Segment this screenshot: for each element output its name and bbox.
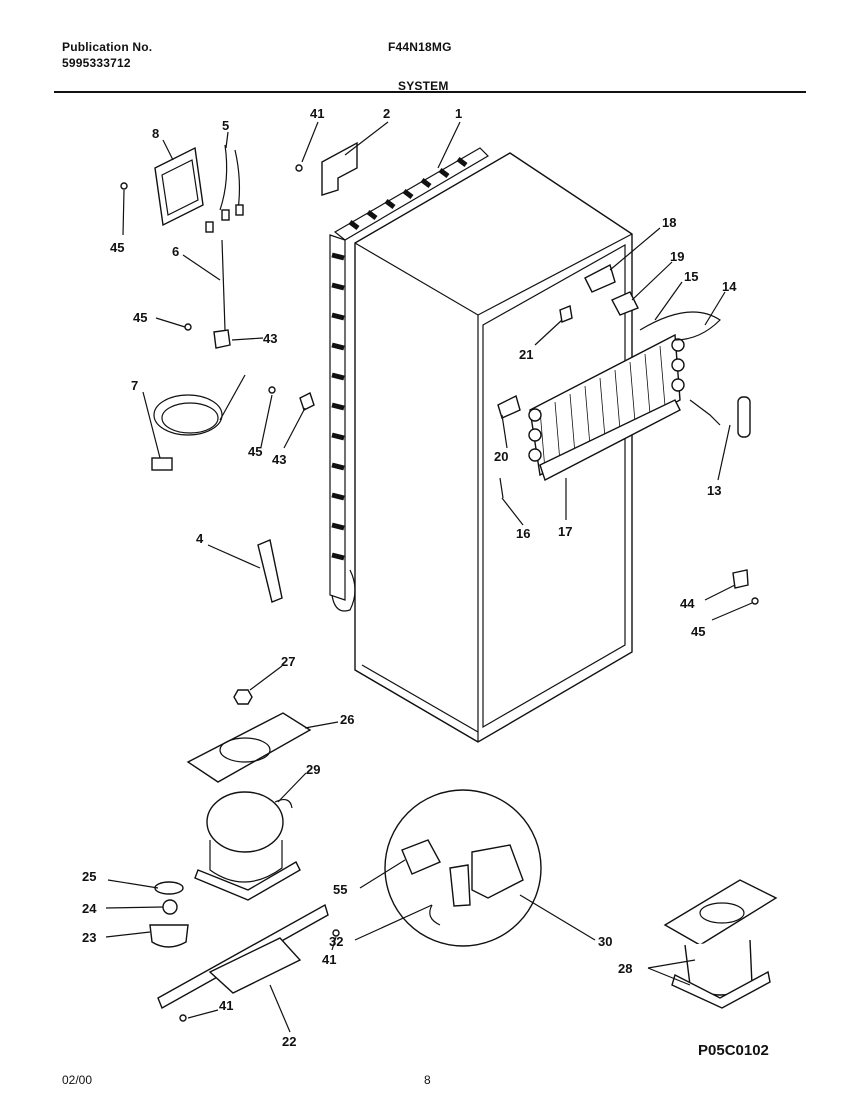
- bracket-19: [611, 291, 639, 316]
- callout-21: 21: [519, 347, 533, 362]
- wire-6: [221, 239, 226, 331]
- callout-2: 2: [383, 106, 390, 121]
- thermostat-13: [737, 396, 751, 438]
- callout-20: 20: [494, 449, 508, 464]
- callout-44: 44: [680, 596, 695, 611]
- callout-4: 4: [196, 531, 204, 546]
- compressor-assembly-28: [663, 879, 778, 1009]
- header-rule: [54, 91, 806, 93]
- callout-45-a: 45: [110, 240, 124, 255]
- callout-28: 28: [618, 961, 632, 976]
- callout-45-right: 45: [691, 624, 705, 639]
- callout-5: 5: [222, 118, 229, 133]
- callout-41-top: 41: [310, 106, 324, 121]
- callout-25: 25: [82, 869, 96, 884]
- callout-1: 1: [455, 106, 462, 121]
- drawing-code: P05C0102: [698, 1042, 769, 1059]
- grommet-25: [154, 881, 184, 895]
- clip-43a: [213, 329, 231, 349]
- footer-date: 02/00: [62, 1073, 93, 1087]
- evaporator: [528, 333, 685, 481]
- callout-43-a: 43: [263, 331, 277, 346]
- callout-26: 26: [340, 712, 354, 727]
- callout-30: 30: [598, 934, 612, 949]
- callout-27: 27: [281, 654, 295, 669]
- callout-6: 6: [172, 244, 179, 259]
- callout-7: 7: [131, 378, 138, 393]
- callout-45-c: 45: [248, 444, 262, 459]
- callout-18: 18: [662, 215, 676, 230]
- nut-27: [233, 689, 253, 705]
- compressor: [194, 791, 301, 901]
- drier: [257, 539, 283, 603]
- overload-55: [401, 839, 441, 875]
- thermostat-line: [689, 399, 721, 426]
- callout-17: 17: [558, 524, 572, 539]
- publication-label: Publication No.: [62, 40, 153, 54]
- callout-19: 19: [670, 249, 684, 264]
- callout-13: 13: [707, 483, 721, 498]
- callout-43-b: 43: [272, 452, 286, 467]
- heater: [639, 311, 721, 341]
- section-title: SYSTEM: [398, 79, 449, 93]
- callout-22: 22: [282, 1034, 296, 1049]
- sleeve-24: [162, 899, 178, 915]
- bracket-18: [584, 263, 616, 293]
- publication-number: 5995333712: [62, 56, 131, 70]
- callout-15: 15: [684, 269, 698, 284]
- callout-16: 16: [516, 526, 530, 541]
- plug: [151, 457, 173, 471]
- callout-29: 29: [306, 762, 320, 777]
- model-number: F44N18MG: [388, 40, 452, 54]
- power-cord: [153, 394, 223, 436]
- callout-45-b: 45: [133, 310, 147, 325]
- callout-41-mid: 41: [322, 952, 336, 967]
- callout-8: 8: [152, 126, 159, 141]
- callout-24: 24: [82, 901, 97, 916]
- grommet-23: [149, 924, 189, 948]
- drip-tray: [186, 712, 312, 783]
- callout-23: 23: [82, 930, 96, 945]
- relay-30: [471, 844, 524, 899]
- callout-55: 55: [333, 882, 347, 897]
- footer-page: 8: [424, 1073, 431, 1087]
- condenser-coil: [329, 147, 489, 612]
- wiring-5: [219, 144, 241, 211]
- bracket-2: [321, 141, 358, 196]
- switch-20: [497, 394, 521, 419]
- refrigerator-cabinet: [354, 152, 633, 743]
- callout-32: 32: [329, 934, 343, 949]
- connector: [205, 221, 214, 233]
- callout-41-low: 41: [219, 998, 233, 1013]
- callout-14: 14: [722, 279, 737, 294]
